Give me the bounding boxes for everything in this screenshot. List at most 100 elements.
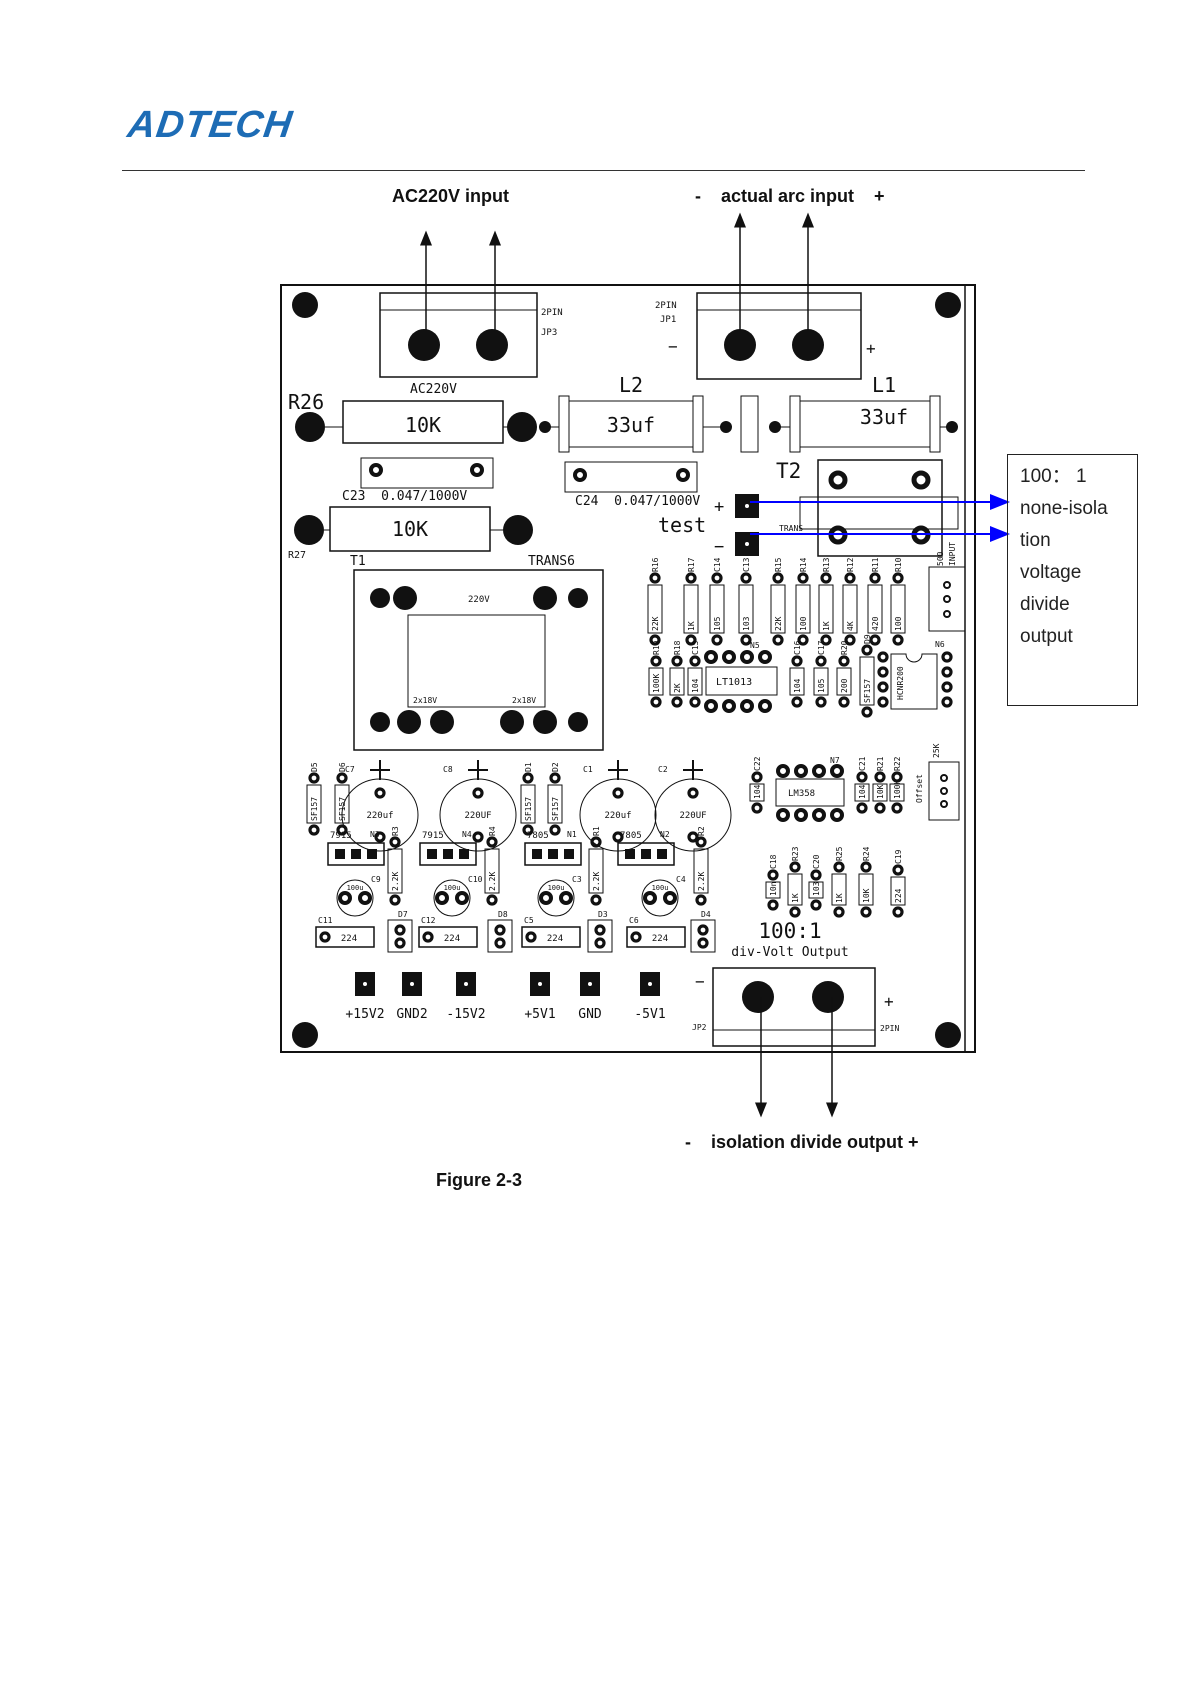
part-value: 10n [769, 881, 778, 896]
part-value: 100K [652, 674, 661, 693]
part-value: 1K [822, 621, 831, 631]
capacitor-value: 100u [548, 884, 565, 892]
part-value: SF157 [863, 679, 872, 703]
part-ref: C15 [691, 640, 700, 655]
part-ref: R25 [835, 846, 844, 861]
svg-text:33uf: 33uf [860, 405, 908, 429]
svg-text:+: + [866, 339, 876, 358]
part-ref: R1 [592, 826, 601, 836]
svg-text:C24 0.047/1000V: C24 0.047/1000V [575, 494, 700, 509]
test-point: GND2 [396, 972, 428, 1022]
part-value: 100 [894, 616, 903, 631]
capacitor-ref: C10 [468, 875, 483, 884]
mounting-holes [292, 292, 961, 1048]
test-points: + − test [658, 494, 759, 557]
svg-text:R27: R27 [288, 550, 306, 561]
part-r2: R22.2K [693, 826, 709, 906]
callout-line: 100： 1 [1020, 466, 1087, 487]
svg-text:220V: 220V [468, 595, 490, 605]
part-value: 22K [774, 616, 783, 631]
capacitor-c23: C23 0.047/1000V [342, 457, 494, 504]
part-value: SF157 [310, 797, 319, 821]
inductor-l2: L2 33uf [539, 373, 732, 453]
capacitor-ref: C5 [524, 916, 534, 925]
svg-text:TRANS6: TRANS6 [528, 554, 575, 569]
inductor-l1: L1 33uf [769, 373, 958, 453]
part-ref: R22 [893, 756, 902, 771]
capacitor-ref: C12 [421, 916, 436, 925]
svg-text:10K: 10K [392, 517, 428, 541]
svg-text:HCNR200: HCNR200 [896, 666, 905, 700]
part-ref: C17 [817, 640, 826, 655]
svg-text:L2: L2 [619, 373, 643, 397]
svg-text:AC220V: AC220V [410, 382, 457, 397]
svg-text:2x18V: 2x18V [512, 696, 536, 705]
regulator-type: 7915 [422, 831, 444, 841]
svg-text:N7: N7 [830, 756, 840, 765]
test-point: -5V1 [634, 972, 666, 1022]
part-value: 200 [840, 678, 849, 693]
svg-text:Offset: Offset [915, 774, 924, 803]
part-ref: C13 [742, 557, 751, 572]
svg-text:T2: T2 [776, 459, 801, 483]
part-value: 103 [812, 881, 821, 896]
callout-box: 100： 1 none-isola tion voltage divide ou… [1007, 454, 1138, 706]
part-value: 100K [893, 780, 902, 799]
regulator-ref: N2 [660, 830, 670, 839]
svg-text:JP3: JP3 [541, 328, 557, 338]
test-point-label: GND [578, 1007, 602, 1022]
svg-text:500: 500 [936, 551, 945, 566]
ic-n7-lm358: LM358 N7 [775, 756, 845, 807]
part-ref: D5 [310, 762, 319, 772]
part-value: 1K [687, 621, 696, 631]
part-value: 224 [894, 888, 903, 903]
part-value: 100 [799, 616, 808, 631]
svg-text:+: + [884, 992, 894, 1011]
part-ref: R13 [822, 557, 831, 572]
capacitor-ref: C8 [443, 765, 453, 774]
test-point-label: GND2 [396, 1007, 427, 1022]
svg-text:−: − [695, 972, 705, 991]
part-value: 22K [651, 616, 660, 631]
svg-text:N6: N6 [935, 640, 945, 649]
part-ref: D6 [338, 762, 347, 772]
capacitor-value: 220uf [366, 811, 393, 821]
capacitor-value: 220UF [464, 811, 491, 821]
part-r13: R13 1K [818, 557, 834, 646]
regulator-ref: N1 [567, 830, 577, 839]
resistor-r26: 10K R26 [288, 390, 537, 444]
diode-d3: D3 [587, 910, 613, 953]
part-ref: C19 [894, 849, 903, 864]
part-ref: R3 [391, 826, 400, 836]
test-point-label: +5V1 [524, 1007, 555, 1022]
part-ref: R24 [862, 846, 871, 861]
svg-text:N5: N5 [750, 641, 760, 650]
capacitor-value: 100u [347, 884, 364, 892]
svg-text:−: − [668, 337, 678, 356]
capacitor-value: 224 [547, 934, 563, 944]
diode-d8: D8 [487, 910, 513, 953]
svg-text:TRANS: TRANS [779, 524, 803, 533]
part-value: 104 [753, 784, 762, 799]
regulator-ref: N4 [462, 830, 472, 839]
regulator-n4: 7915 N4 [419, 830, 477, 866]
diode-d4: D4 [690, 910, 716, 953]
part-ref: R2 [697, 826, 706, 836]
part-value: 105 [713, 616, 722, 631]
